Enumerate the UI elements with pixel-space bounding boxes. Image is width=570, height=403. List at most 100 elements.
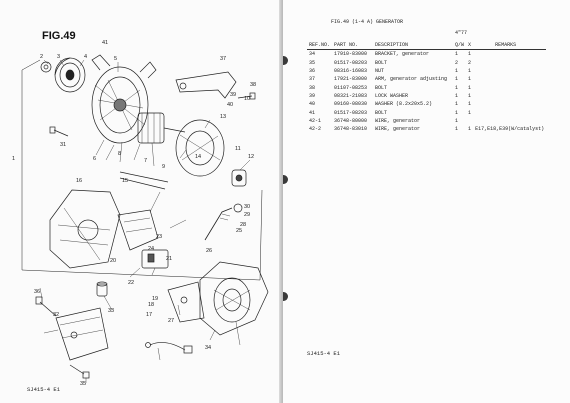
cell-qty-2: 1 [468,84,472,91]
callout-27: 27 [168,318,174,324]
callout-5: 5 [114,56,117,62]
col-ref: REF.NO. [307,41,333,51]
callout-11: 11 [235,146,241,152]
wire-harness-part [145,342,193,354]
cell-remarks [473,83,546,91]
callout-3: 3 [57,54,60,60]
cell-ref: 42-1 [309,117,322,124]
cell-ref: 42-2 [309,126,322,133]
callout-30: 30 [244,204,250,210]
mounting-bracket-part [55,307,109,361]
callout-15: 15 [122,178,128,184]
callout-12: 12 [248,154,254,160]
cell-description: NUT [375,68,385,75]
cell-description: LOCK WASHER [375,92,409,99]
callout-37: 37 [220,56,226,62]
binder-hole-top [283,56,288,65]
cell-description: WIRE, generator [375,117,421,124]
small-bolt-part [49,126,69,137]
cell-remarks [473,67,546,75]
callout-4: 4 [84,54,87,60]
bolt-part [237,92,256,100]
cell-part: 36748-83010 [334,126,368,133]
figure-title: FIG.49 [42,30,76,42]
cell-remarks [473,117,546,125]
cell-part: 17921-83000 [334,76,368,83]
cell-qty-1: 1 [455,51,459,58]
callout-39: 39 [230,92,236,98]
callout-17: 17 [146,312,152,318]
right-page: FIG.49 (1-4 A) GENERATOR 4"77 REF.NO. PA… [283,0,570,403]
cell-part: 01107-08253 [334,84,368,91]
terminal-plate-part [167,281,205,323]
cell-qty-2 [466,117,473,125]
col-part-no: PART NO. [332,41,370,51]
exploded-generator-diagram [21,54,269,383]
col-qty-1: Q/W [453,41,467,51]
cell-qty-1: 1 [455,117,459,124]
rotor-part [137,112,186,144]
callout-31: 31 [60,142,66,148]
callout-16: 16 [76,178,82,184]
cell-qty-1: 1 [455,126,459,133]
callout-10: 10 [244,96,250,102]
callout-7: 7 [144,158,147,164]
cell-description: BRACKET, generator [375,51,430,58]
rear-cover-part [49,189,121,269]
cell-qty-2: 1 [468,92,472,99]
cell-description: WIRE, generator [375,126,421,133]
callout-41: 41 [102,40,108,46]
callout-layer: 2 3 4 41 5 37 38 39 40 10 13 6 8 7 9 14 … [12,40,256,387]
col-description: DESCRIPTION [369,41,454,51]
callout-14: 14 [195,154,201,160]
pulley-part [54,57,86,93]
cell-ref: 40 [309,101,316,108]
callout-29: 29 [244,212,250,218]
binder-hole-middle [283,175,288,184]
rear-bearing-part [231,169,247,187]
qty-group-header: 4"77 [455,30,468,36]
binder-hole-bottom [283,292,288,301]
cell-description: ARM, generator adjusting [375,76,448,83]
callout-6: 6 [93,156,96,162]
cell-part: 36748-80000 [334,117,368,124]
cell-qty-1: 1 [455,92,459,99]
cell-description: BOLT [375,84,388,91]
cell-qty-1: 1 [455,68,459,75]
cell-ref: 35 [309,59,316,66]
cell-description: BOLT [375,109,388,116]
cell-qty-1: 1 [455,109,459,116]
parts-table-header: REF.NO. PART NO. DESCRIPTION Q/W X REMAR… [307,41,547,51]
cell-remarks: E17,E18,E39(W/catalyst) [475,126,545,133]
cell-qty-1: 1 [455,76,459,83]
cell-ref: 37 [309,76,316,83]
cell-qty-1: 1 [455,84,459,91]
rear-end-frame-part [199,261,269,336]
left-page: FIG.49 [0,0,283,403]
cell-description: BOLT [375,59,388,66]
callout-35: 35 [80,381,86,387]
cell-part: 17910-83000 [334,51,368,58]
cell-part: 08321-21083 [334,92,368,99]
cell-ref: 34 [309,51,316,58]
cell-part: 01517-08203 [334,109,368,116]
cell-remarks [473,50,546,59]
cell-ref: 36 [309,68,316,75]
callout-40: 40 [227,102,233,108]
callout-38: 38 [250,82,256,88]
regulator-part [117,209,159,251]
callout-33: 33 [108,308,114,314]
callout-22: 22 [128,280,134,286]
callout-36: 36 [34,289,40,295]
col-remarks: REMARKS [473,41,547,51]
cell-qty-2: 1 [468,126,472,133]
stud-bolt-part [204,203,243,241]
front-housing-part [91,54,157,144]
callout-26: 26 [206,248,212,254]
